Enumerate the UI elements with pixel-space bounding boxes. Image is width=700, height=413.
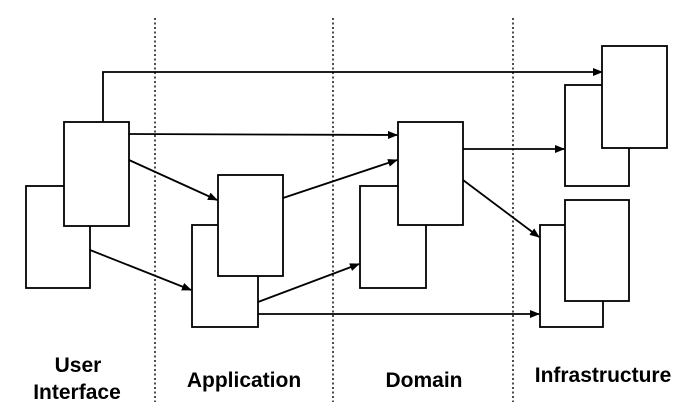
layer-label-infrastructure: Infrastructure [535,364,672,387]
domain-component-front [397,121,464,226]
infrastructure-component-top-front [601,45,668,149]
layer-label-application: Application [187,369,301,392]
layer-label-user-interface-line2: Interface [33,381,121,404]
infrastructure-component-bottom-front [564,199,630,302]
layer-label-domain: Domain [385,369,462,392]
layer-label-user-interface-line1: User [55,354,102,377]
arrow-ui-to-application-front [128,159,218,201]
arrow-domain-to-infrastructure-bottom [462,179,540,238]
arrow-ui-to-domain [128,130,398,139]
arrow-ui-to-application-back [89,249,192,291]
arrow-application-to-domain-front [282,159,398,199]
arrow-ui-to-infrastructure-top [102,68,603,122]
arrow-application-to-domain-back [257,263,360,303]
application-component-front [217,174,284,277]
ui-component-front [63,121,130,227]
